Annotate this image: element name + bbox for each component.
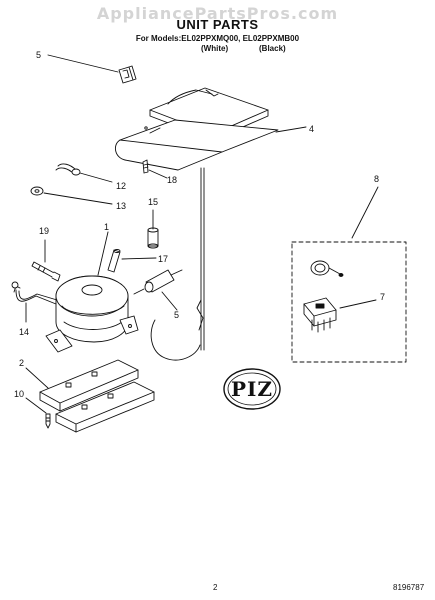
model-numbers: For Models:EL02PPXMQ00, EL02PPXMB00 [135,34,300,43]
callout-17: 17 [158,254,168,264]
watermark: AppliancePartsPros.com [96,4,339,23]
part-2-mounting-base [39,359,155,433]
callout-13: 13 [116,201,126,211]
part-10-screw [45,413,51,429]
leader-5 [161,291,178,311]
callout-15: 15 [148,197,158,207]
part-5-filter-drier [133,269,183,295]
leader-1 [97,231,109,276]
leader-18 [148,169,168,179]
page-number: 2 [213,583,218,592]
document-part-number: 8196787 [393,583,425,592]
part-14-tube [11,281,58,305]
piz-logo [223,368,281,410]
variant-white: (White) [201,44,229,53]
part-3-evaporator-assembly [114,87,279,171]
variant-black: (Black) [259,44,286,53]
callout-8: 8 [374,174,379,184]
callout-19: 19 [39,226,49,236]
part-18-screw [142,159,149,174]
callout-10: 10 [14,389,24,399]
leader-4 [47,54,119,73]
leader-10 [25,397,47,414]
part-17-sleeve [107,249,121,273]
part-15-grommet [147,227,159,249]
part-4-clip [118,65,137,84]
callout-14: 14 [19,327,29,337]
leader-7 [339,299,377,309]
part-13-washer [30,186,44,196]
callout-12: 12 [116,181,126,191]
leader-8 [351,186,379,239]
callout-2: 2 [19,358,24,368]
callout-7: 7 [380,292,385,302]
tubing-loop [150,319,201,361]
part-7-thermostat [303,297,337,333]
leader-2 [25,367,49,389]
leader-12 [79,172,113,183]
part-8-control-kit-box [291,241,407,363]
part-1-compressor [45,275,139,353]
thermostat-knob [310,260,344,277]
leader-17 [121,257,157,260]
part-19-bolt [31,261,61,282]
callout-3: 4 [309,124,314,134]
callout-1: 1 [104,222,109,232]
callout-18: 18 [167,175,177,185]
page-title: UNIT PARTS [176,17,259,32]
leader-13 [43,192,113,205]
callout-5: 5 [174,310,179,320]
logo-lettering: PIZ [231,377,273,401]
callout-4: 5 [36,50,41,60]
part-12-wire-connector [55,163,81,176]
leader-3 [275,126,307,133]
